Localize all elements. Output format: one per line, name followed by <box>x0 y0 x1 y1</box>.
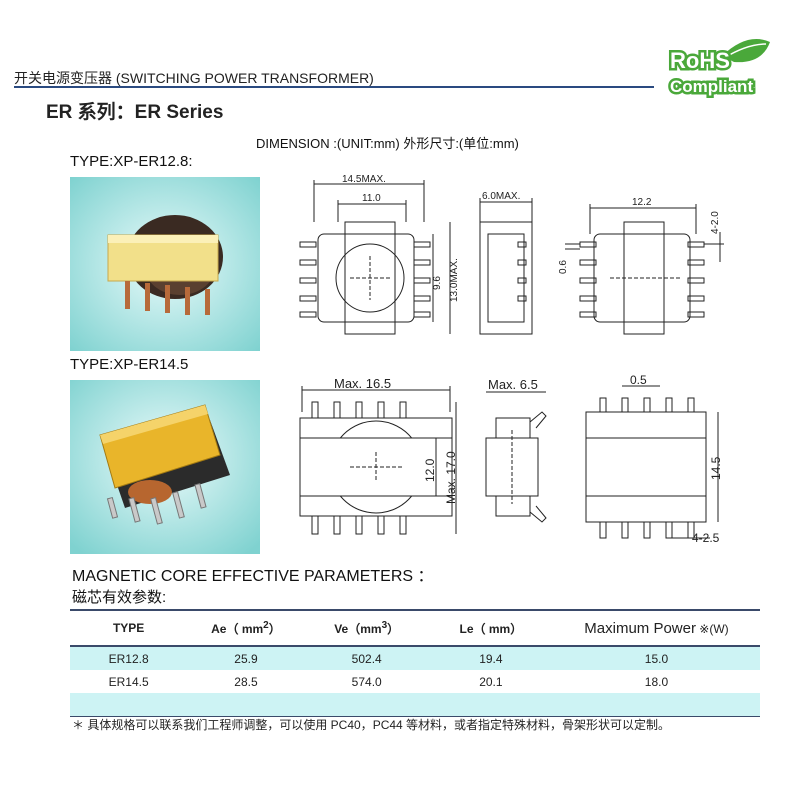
cell-le: 20.1 <box>479 674 503 689</box>
cell-ae <box>187 693 305 717</box>
dim-right-width: 12.2 <box>632 197 652 208</box>
cell-le <box>428 693 553 717</box>
header-divider <box>14 86 654 88</box>
cell-ae: 25.9 <box>187 646 305 670</box>
cell-ve <box>304 693 429 717</box>
table-row: ER14.5 28.5 574.0 20.1 18.0 <box>70 670 760 693</box>
er14-5-dimension-drawing: Max. 16.5 12.0 Max. 17.0 Max. 6.5 0.5 <box>290 372 760 567</box>
dim2-pitch: 4-2.5 <box>692 531 720 545</box>
footnote: ＊ 具体规格可以联系我们工程师调整，可以使用 PC40，PC44 等材料，或者指… <box>72 718 671 732</box>
cell-max-power <box>552 693 760 717</box>
dim-side-max: 6.0MAX. <box>482 191 520 202</box>
col-type: TYPE <box>70 609 188 647</box>
dim-height: 9.6 <box>432 276 443 290</box>
series-title: ER 系列：ER Series <box>46 102 224 123</box>
dim-pitch: 4-2.0 <box>710 211 721 234</box>
type-label-er14-5: TYPE:XP-ER14.5 <box>70 356 189 373</box>
col-max-power: Maximum Power ※(W) <box>552 609 760 647</box>
col-le: Le（ mm） <box>428 609 553 647</box>
dim2-height-max: Max. 17.0 <box>444 451 458 504</box>
dim-height-max: 13.0MAX. <box>449 258 460 302</box>
rohs-text: RoHS <box>670 48 730 73</box>
col-ve: Ve（mm3） <box>304 609 429 647</box>
cell-max-power: 18.0 <box>644 674 669 689</box>
rohs-compliant-logo: RoHS Compliant <box>662 34 772 109</box>
dim2-width-max: Max. 16.5 <box>334 376 391 391</box>
dim-pin: 0.6 <box>558 260 569 274</box>
page-header-title: 开关电源变压器 (SWITCHING POWER TRANSFORMER) <box>14 70 374 86</box>
cell-le: 19.4 <box>428 646 553 670</box>
dim-width-max: 14.5MAX. <box>342 174 386 185</box>
dim2-side-max: Max. 6.5 <box>488 377 538 392</box>
dim2-right-height: 14.5 <box>709 456 723 480</box>
col-ae: Ae（ mm2） <box>187 609 305 647</box>
dim2-core: 12.0 <box>423 458 437 482</box>
params-table: TYPE Ae（ mm2） Ve（mm3） Le（ mm） Maximum Po… <box>70 609 760 717</box>
cell-type: ER14.5 <box>108 674 149 689</box>
cell-ve: 502.4 <box>304 646 429 670</box>
params-heading-en: MAGNETIC CORE EFFECTIVE PARAMETERS ： <box>72 568 434 585</box>
er12-8-dimension-drawing: 14.5MAX. 11.0 9.6 13.0MAX. 6.0MAX. <box>290 172 760 357</box>
dim-core: 11.0 <box>362 193 381 204</box>
er12-8-photo <box>70 177 260 351</box>
dim2-pin: 0.5 <box>630 373 647 387</box>
compliant-text: Compliant <box>670 77 753 96</box>
dimension-caption: DIMENSION :(UNIT:mm) 外形尺寸:(单位:mm) <box>256 136 519 151</box>
cell-ae: 28.5 <box>234 674 258 689</box>
cell-type <box>70 693 188 717</box>
table-row <box>70 693 760 717</box>
params-header-row: TYPE Ae（ mm2） Ve（mm3） Le（ mm） Maximum Po… <box>70 609 760 647</box>
cell-type: ER12.8 <box>70 646 188 670</box>
table-row: ER12.8 25.9 502.4 19.4 15.0 <box>70 646 760 670</box>
er14-5-photo <box>70 380 260 554</box>
params-heading-cn: 磁芯有效参数: <box>72 589 167 606</box>
cell-ve: 574.0 <box>351 674 382 689</box>
type-label-er12-8: TYPE:XP-ER12.8: <box>70 153 193 170</box>
cell-max-power: 15.0 <box>552 646 760 670</box>
